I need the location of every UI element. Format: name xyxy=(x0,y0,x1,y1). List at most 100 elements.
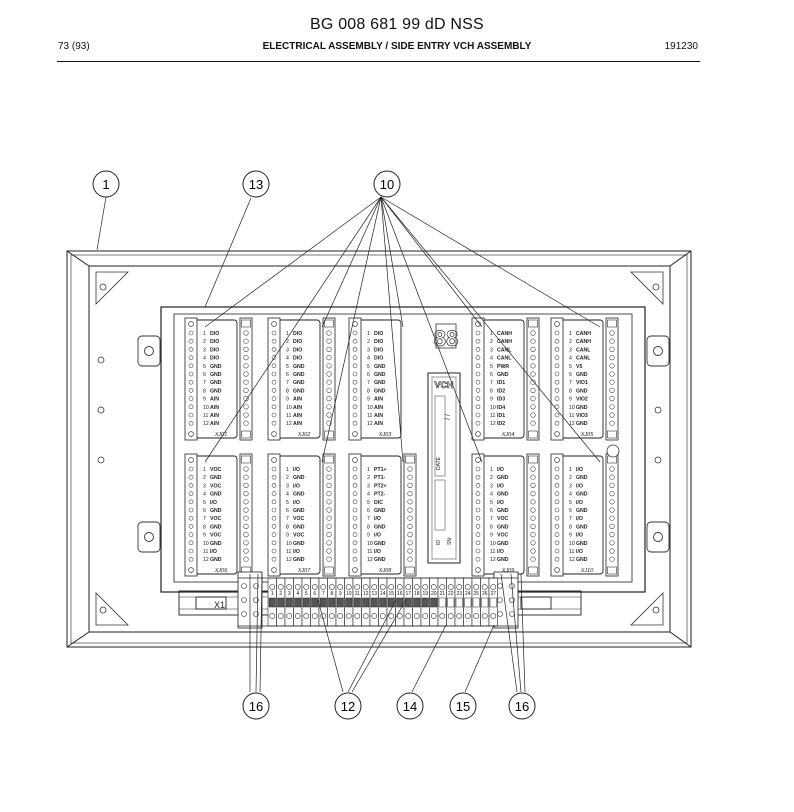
pin-number: 9 xyxy=(286,397,289,403)
pin-number: 10 xyxy=(367,541,373,547)
pin-hole xyxy=(475,499,481,505)
terminal-block: 19 xyxy=(420,577,430,627)
pin-label: I/O xyxy=(293,467,300,473)
terminal-number: 8 xyxy=(330,591,333,597)
pin-label: GND xyxy=(293,388,305,394)
pin-label: GND xyxy=(576,388,588,394)
callout-12: 12 xyxy=(334,692,362,720)
pin-number: 4 xyxy=(286,356,289,362)
pin-hole xyxy=(554,466,560,472)
pin-label: CANL xyxy=(497,347,512,353)
pin-label: AIN xyxy=(374,405,383,411)
pin-number: 2 xyxy=(569,475,572,481)
pin-number: 2 xyxy=(367,339,370,345)
svg-text:1: 1 xyxy=(102,177,109,192)
pin-label: VOC xyxy=(293,516,304,522)
pin-label: I/O xyxy=(497,549,504,555)
pin-label: GND xyxy=(497,492,509,498)
terminal-block: 1 xyxy=(267,577,277,627)
pin-hole xyxy=(554,388,560,393)
pin-label: I/O xyxy=(497,483,504,489)
pin-label: ID1 xyxy=(497,413,505,419)
pin-number: 10 xyxy=(490,541,496,547)
screw-terminal-block xyxy=(239,317,253,441)
terminal-number: 13 xyxy=(371,591,377,597)
pin-number: 9 xyxy=(367,397,370,403)
pin-hole xyxy=(475,491,481,496)
date-label: DATE xyxy=(436,456,442,470)
page-number: 73 (93) xyxy=(58,41,90,52)
pin-hole xyxy=(271,491,277,496)
pin-label: GND xyxy=(293,372,305,378)
pin-label: I/O xyxy=(210,500,217,506)
pin-number: 7 xyxy=(286,380,289,386)
pin-label: I/O xyxy=(293,483,300,489)
pin-number: 2 xyxy=(490,339,493,345)
pin-number: 9 xyxy=(569,533,572,539)
pin-number: 6 xyxy=(286,372,289,378)
pin-label: GND xyxy=(210,372,222,378)
pin-label: GND xyxy=(576,524,588,530)
pin-number: 7 xyxy=(490,380,493,386)
document-code: 191230 xyxy=(664,41,698,52)
indicator-led xyxy=(606,444,620,458)
terminal-number: 24 xyxy=(465,591,471,597)
pin-label: I/O xyxy=(374,516,381,522)
pin-hole xyxy=(352,474,358,480)
pin-number: 5 xyxy=(286,500,289,506)
enclosure xyxy=(66,250,692,648)
pin-label: VOC xyxy=(210,467,221,473)
pin-label: PT1+ xyxy=(374,467,387,473)
pin-hole xyxy=(188,404,194,410)
terminal-number: 27 xyxy=(490,591,496,597)
pin-number: 3 xyxy=(490,483,493,489)
pin-hole xyxy=(475,556,481,562)
pin-hole xyxy=(188,396,194,401)
pin-label: GND xyxy=(210,541,222,547)
pin-hole xyxy=(271,556,277,562)
pin-hole xyxy=(188,379,194,385)
terminal-number: 23 xyxy=(456,591,462,597)
terminal-block: 20 xyxy=(429,577,439,627)
pin-number: 12 xyxy=(490,421,496,427)
pin-label: CANL xyxy=(497,356,512,362)
svg-text:16: 16 xyxy=(515,699,529,714)
pin-number: 9 xyxy=(490,533,493,539)
screw-terminal-block xyxy=(239,453,253,577)
pin-number: 11 xyxy=(367,549,372,555)
pin-number: 3 xyxy=(569,347,572,353)
module-label: XJ08 xyxy=(378,568,392,574)
pin-hole xyxy=(352,499,358,505)
pin-number: 4 xyxy=(490,356,493,362)
terminal-block: 6 xyxy=(310,577,320,627)
pin-hole xyxy=(475,474,481,480)
pin-number: 3 xyxy=(203,483,206,489)
pin-number: 8 xyxy=(286,388,289,394)
pin-number: 5 xyxy=(203,364,206,370)
pin-number: 8 xyxy=(286,524,289,530)
terminal-block: 9 xyxy=(335,577,345,627)
terminal-block: 8 xyxy=(327,577,337,627)
pin-number: 5 xyxy=(490,500,493,506)
pin-label: PT1- xyxy=(374,475,386,481)
pin-number: 2 xyxy=(286,339,289,345)
pin-number: 2 xyxy=(286,475,289,481)
pin-hole xyxy=(475,540,481,546)
pin-label: GND xyxy=(210,364,222,370)
pin-hole xyxy=(271,515,277,521)
pin-hole xyxy=(554,524,560,529)
screw-terminal-block xyxy=(526,453,540,577)
pin-label: GND xyxy=(374,388,386,394)
pin-hole xyxy=(188,363,194,369)
terminal-number: 1 xyxy=(271,591,274,597)
pin-label: GND xyxy=(210,557,222,563)
pin-hole xyxy=(475,507,481,513)
pin-label: AIN xyxy=(293,413,302,419)
callout-1: 1 xyxy=(92,170,120,198)
pin-hole xyxy=(352,524,358,529)
pin-label: VOC xyxy=(497,516,508,522)
pin-number: 11 xyxy=(203,549,208,555)
terminal-block: 23 xyxy=(454,577,464,627)
terminal-block: 18 xyxy=(412,577,422,627)
terminal-block: 11 xyxy=(352,577,362,627)
